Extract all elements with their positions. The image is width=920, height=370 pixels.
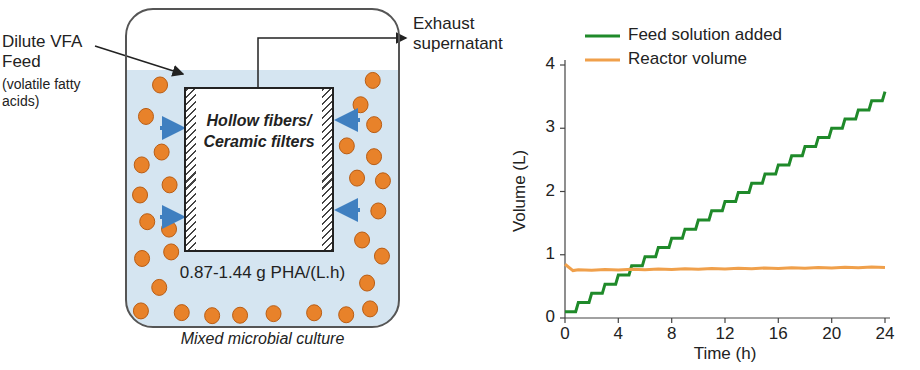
microbe-cell: [339, 307, 354, 323]
exhaust-arrow: [258, 38, 406, 87]
legend-text: Feed solution added: [628, 25, 782, 45]
filter-module: Hollow fibers/ Ceramic filters: [184, 87, 334, 252]
microbe-cell: [339, 138, 354, 154]
microbe-cell: [360, 275, 375, 291]
axis-title: Time (h): [665, 344, 785, 364]
reactor-series: [565, 264, 885, 270]
tick-label: 12: [705, 324, 745, 344]
flow-arrow: [160, 126, 182, 130]
annotation: Dilute VFA Feed: [2, 32, 112, 73]
tick-label: 0: [545, 324, 585, 344]
liquid: [127, 70, 398, 326]
microbe-cell: [154, 144, 169, 160]
productivity-text: 0.87-1.44 g PHA/(L.h): [167, 262, 358, 283]
microbe-cell: [152, 279, 167, 295]
microbial-cells: [133, 72, 391, 323]
microbe-cell: [233, 307, 248, 323]
flow-arrow: [160, 215, 182, 219]
hatch-strip: [186, 89, 196, 250]
microbe-cell: [138, 108, 153, 124]
tick-label: 24: [865, 324, 905, 344]
microbe-cell: [355, 232, 370, 248]
feed-arrow: [95, 46, 183, 74]
filter-interior: [184, 87, 334, 252]
axis-title: Volume (L): [510, 150, 530, 232]
flow-arrow: [338, 208, 360, 212]
legend-line: [585, 35, 620, 38]
reactor-vessel: 0.87-1.44 g PHA/(L.h)Mixed microbial cul…: [125, 8, 400, 328]
culture-caption: Mixed microbial culture: [107, 330, 418, 348]
flow-arrow: [338, 118, 360, 122]
filter-label: Hollow fibers/ Ceramic filters: [200, 111, 318, 153]
microbe-cell: [205, 308, 220, 324]
microbe-cell: [164, 244, 179, 260]
hatch-strip: [322, 89, 332, 250]
microbe-cell: [371, 203, 386, 219]
chart-axes: [560, 60, 890, 323]
tick-label: 2: [525, 181, 555, 201]
legend-text: Reactor volume: [628, 49, 747, 69]
tick-label: 16: [758, 324, 798, 344]
microbe-cell: [266, 306, 281, 322]
microbe-cell: [162, 221, 177, 237]
microbe-cell: [135, 250, 150, 266]
microbe-cell: [375, 173, 390, 189]
tick-label: 1: [525, 244, 555, 264]
tick-label: 20: [812, 324, 852, 344]
tick-label: 4: [525, 54, 555, 74]
microbe-cell: [363, 301, 378, 317]
microbe-cell: [367, 149, 382, 165]
tick-label: 3: [525, 117, 555, 137]
legend-line: [585, 59, 620, 62]
annotation: Exhaust supernatant: [413, 14, 523, 55]
tick-label: 8: [652, 324, 692, 344]
feed-series: [565, 92, 885, 312]
microbe-cell: [134, 157, 149, 173]
microbe-cell: [365, 72, 380, 88]
microbe-cell: [153, 77, 168, 93]
microbe-cell: [174, 305, 189, 321]
microbe-cell: [367, 117, 382, 133]
microbe-cell: [140, 214, 155, 230]
microbe-cell: [133, 187, 148, 203]
microbe-cell: [307, 305, 322, 321]
microbe-cell: [353, 97, 368, 113]
microbe-cell: [162, 177, 177, 193]
microbe-cell: [133, 303, 148, 319]
microbe-cell: [350, 170, 365, 186]
microbe-cell: [374, 248, 389, 264]
annotation: (volatile fatty acids): [2, 76, 114, 110]
tick-label: 4: [598, 324, 638, 344]
tick-label: 0: [525, 307, 555, 327]
